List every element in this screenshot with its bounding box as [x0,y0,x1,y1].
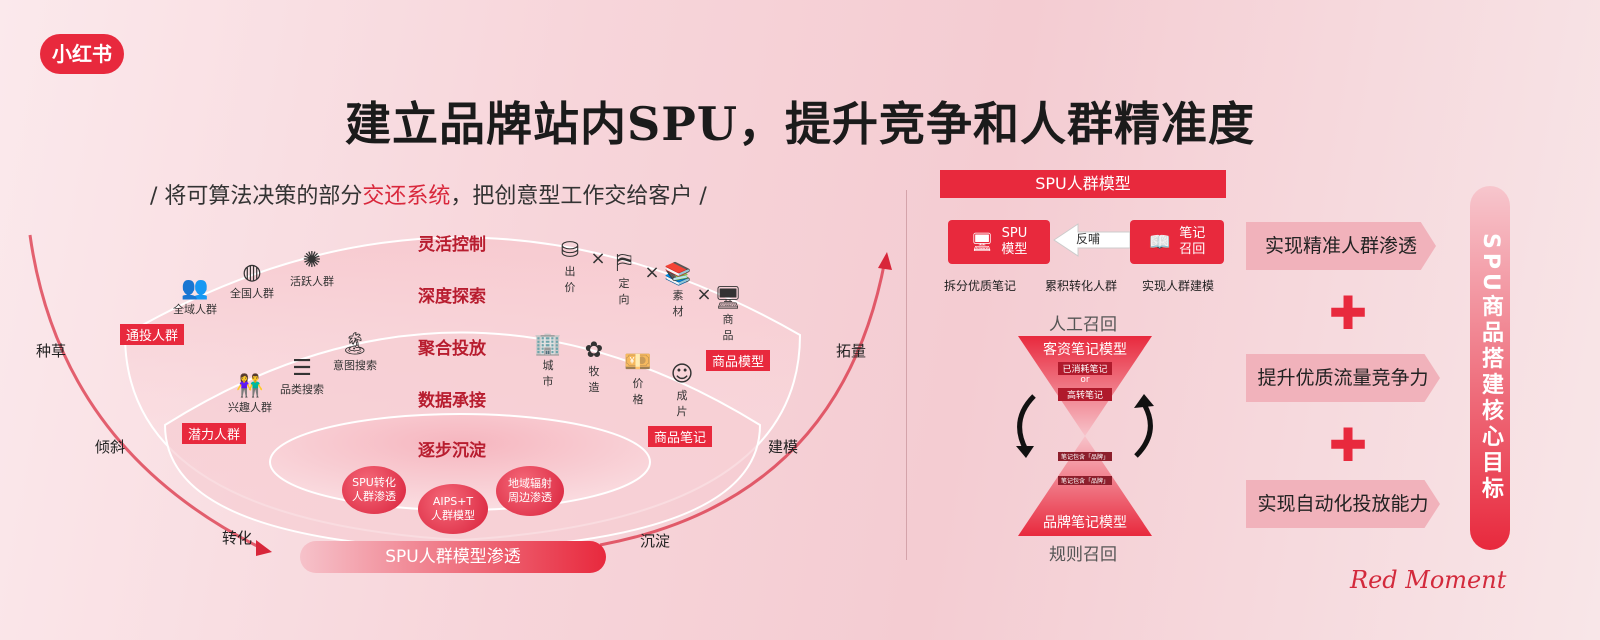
step-accumulate: 累积转化人群 [1045,279,1118,293]
group-icon: 👥 [181,276,209,301]
bubble-spu-conversion: SPU转化 人群渗透 [342,466,406,514]
page-title: 建立品牌站内SPU，提升竞争和人群精准度 [345,97,1255,151]
layer-diagram [28,234,892,556]
bubble-regional: 地域辐射 周边渗透 [496,466,564,516]
manual-recall-label: 人工召回 [1049,315,1117,335]
face-icon: ☺ [670,362,694,387]
island-icon: 🏝 [341,332,369,357]
bottom-triangle-label: 品牌笔记模型 [1043,515,1127,531]
plus-icon: ✚ [1328,418,1368,472]
product-icon: 🖥 [714,286,742,311]
icon-label: 活跃人群 [290,275,334,288]
plus-icon: ✚ [1328,286,1368,340]
rule-recall-label: 规则召回 [1049,545,1117,565]
hourglass [1018,336,1152,536]
chip-brand-note-1: 笔记包含「品牌」 [1058,452,1112,461]
label-zhongcao: 种草 [36,342,67,360]
goal-traffic-competitiveness: 提升优质流量竞争力 [1246,354,1440,402]
left-curve [28,234,266,552]
firework-icon: ✺ [302,248,322,273]
bubble-aips-model: AIPS+T 人群模型 [418,484,488,534]
xiaohongshu-logo: 小红书 [40,34,124,74]
icon-label: 全国人群 [230,287,274,300]
icon-label: 品类搜索 [280,383,324,396]
spu-model-header: SPU人群模型 [940,170,1226,198]
notes-recall-box: 📖 笔记 召回 [1130,220,1224,264]
icon-label: 定 向 [618,277,630,306]
goal-automation: 实现自动化投放能力 [1246,480,1440,528]
coins-icon: ⛁ [560,238,580,263]
icon-label: 素 材 [672,289,684,318]
couple-icon: 👫 [236,374,264,399]
tag-potential-audience: 潜力人群 [182,423,247,444]
top-triangle-label: 客资笔记模型 [1043,342,1127,358]
label-chendian: 沉淀 [640,532,671,550]
list-icon: ☰ [292,356,312,381]
core-goal-vertical-bar: SPU商品搭建核心目标 [1470,186,1510,550]
left-curve-arrow [256,540,272,556]
tag-product-notes: 商品笔记 [648,426,713,447]
globe-icon: ◍ [242,260,262,285]
chip-or: or [1080,375,1090,385]
step-modeling: 实现人群建模 [1142,279,1215,293]
subtitle-post: ，把创意型工作交给客户 / [450,184,707,209]
tag-broad-audience: 通投人群 [120,324,185,345]
layer-label-settle: 逐步沉淀 [418,441,486,461]
chip-consumed-notes: 已消耗笔记 [1058,362,1112,375]
curved-arrow-up [1134,394,1154,458]
label-qingxie: 倾斜 [95,438,126,456]
icon-label: 价 格 [632,377,644,406]
flower-icon: ✿ [584,338,604,363]
spu-model-box: 🖥 SPU 模型 [948,220,1050,264]
times-sign: × [644,262,660,283]
books-icon: 📚 [664,262,692,287]
curved-arrow-down [1016,394,1036,458]
icon-label: 意图搜索 [333,359,377,372]
chip-high-conversion: 高转笔记 [1058,388,1112,401]
red-moment-watermark: Red Moment [1350,566,1507,594]
book-icon: 📖 [1148,231,1172,253]
tag-product-model: 商品模型 [706,350,771,371]
icon-label: 全域人群 [173,303,217,316]
label-jianmo: 建模 [768,438,799,456]
cash-icon: 💴 [624,350,652,375]
section-divider [906,190,907,560]
icon-label: 牧 造 [588,365,600,394]
goal-precise-penetration: 实现精准人群渗透 [1246,222,1436,270]
notes-recall-label: 笔记 召回 [1179,226,1206,257]
layer-label-explore: 深度探索 [418,287,486,307]
layer-label-flexible: 灵活控制 [418,235,486,255]
label-zhuanhua: 转化 [222,529,253,547]
subtitle-pre: / 将可算法决策的部分 [150,184,363,209]
times-sign: × [590,248,606,269]
right-curve-arrow [878,252,892,270]
chip-brand-note-2: 笔记包含「品牌」 [1058,476,1112,485]
bottom-bar-spu-penetration: SPU人群模型渗透 [300,541,606,573]
icon-label: 城 市 [542,359,554,388]
right-curve [599,259,887,547]
icon-label: 兴趣人群 [228,401,272,414]
layer-label-aggregate: 聚合投放 [418,339,486,359]
subtitle-highlight: 交还系统 [362,184,451,209]
label-tuoliang: 拓量 [836,342,867,360]
page-subtitle: / 将可算法决策的部分交还系统，把创意型工作交给客户 / [150,178,707,210]
feedback-label: 反哺 [1076,232,1101,246]
step-split-notes: 拆分优质笔记 [944,279,1017,293]
icon-label: 出 价 [564,265,576,294]
city-icon: 🏢 [534,332,562,357]
times-sign: × [696,284,712,305]
icon-label: 商 品 [722,313,734,342]
layer-label-data: 数据承接 [418,391,486,411]
icon-label: 成 片 [676,389,688,418]
spu-model-box-label: SPU 模型 [1001,226,1028,257]
map-icon: ⛿ [616,250,632,275]
monitor-icon: 🖥 [970,231,994,253]
